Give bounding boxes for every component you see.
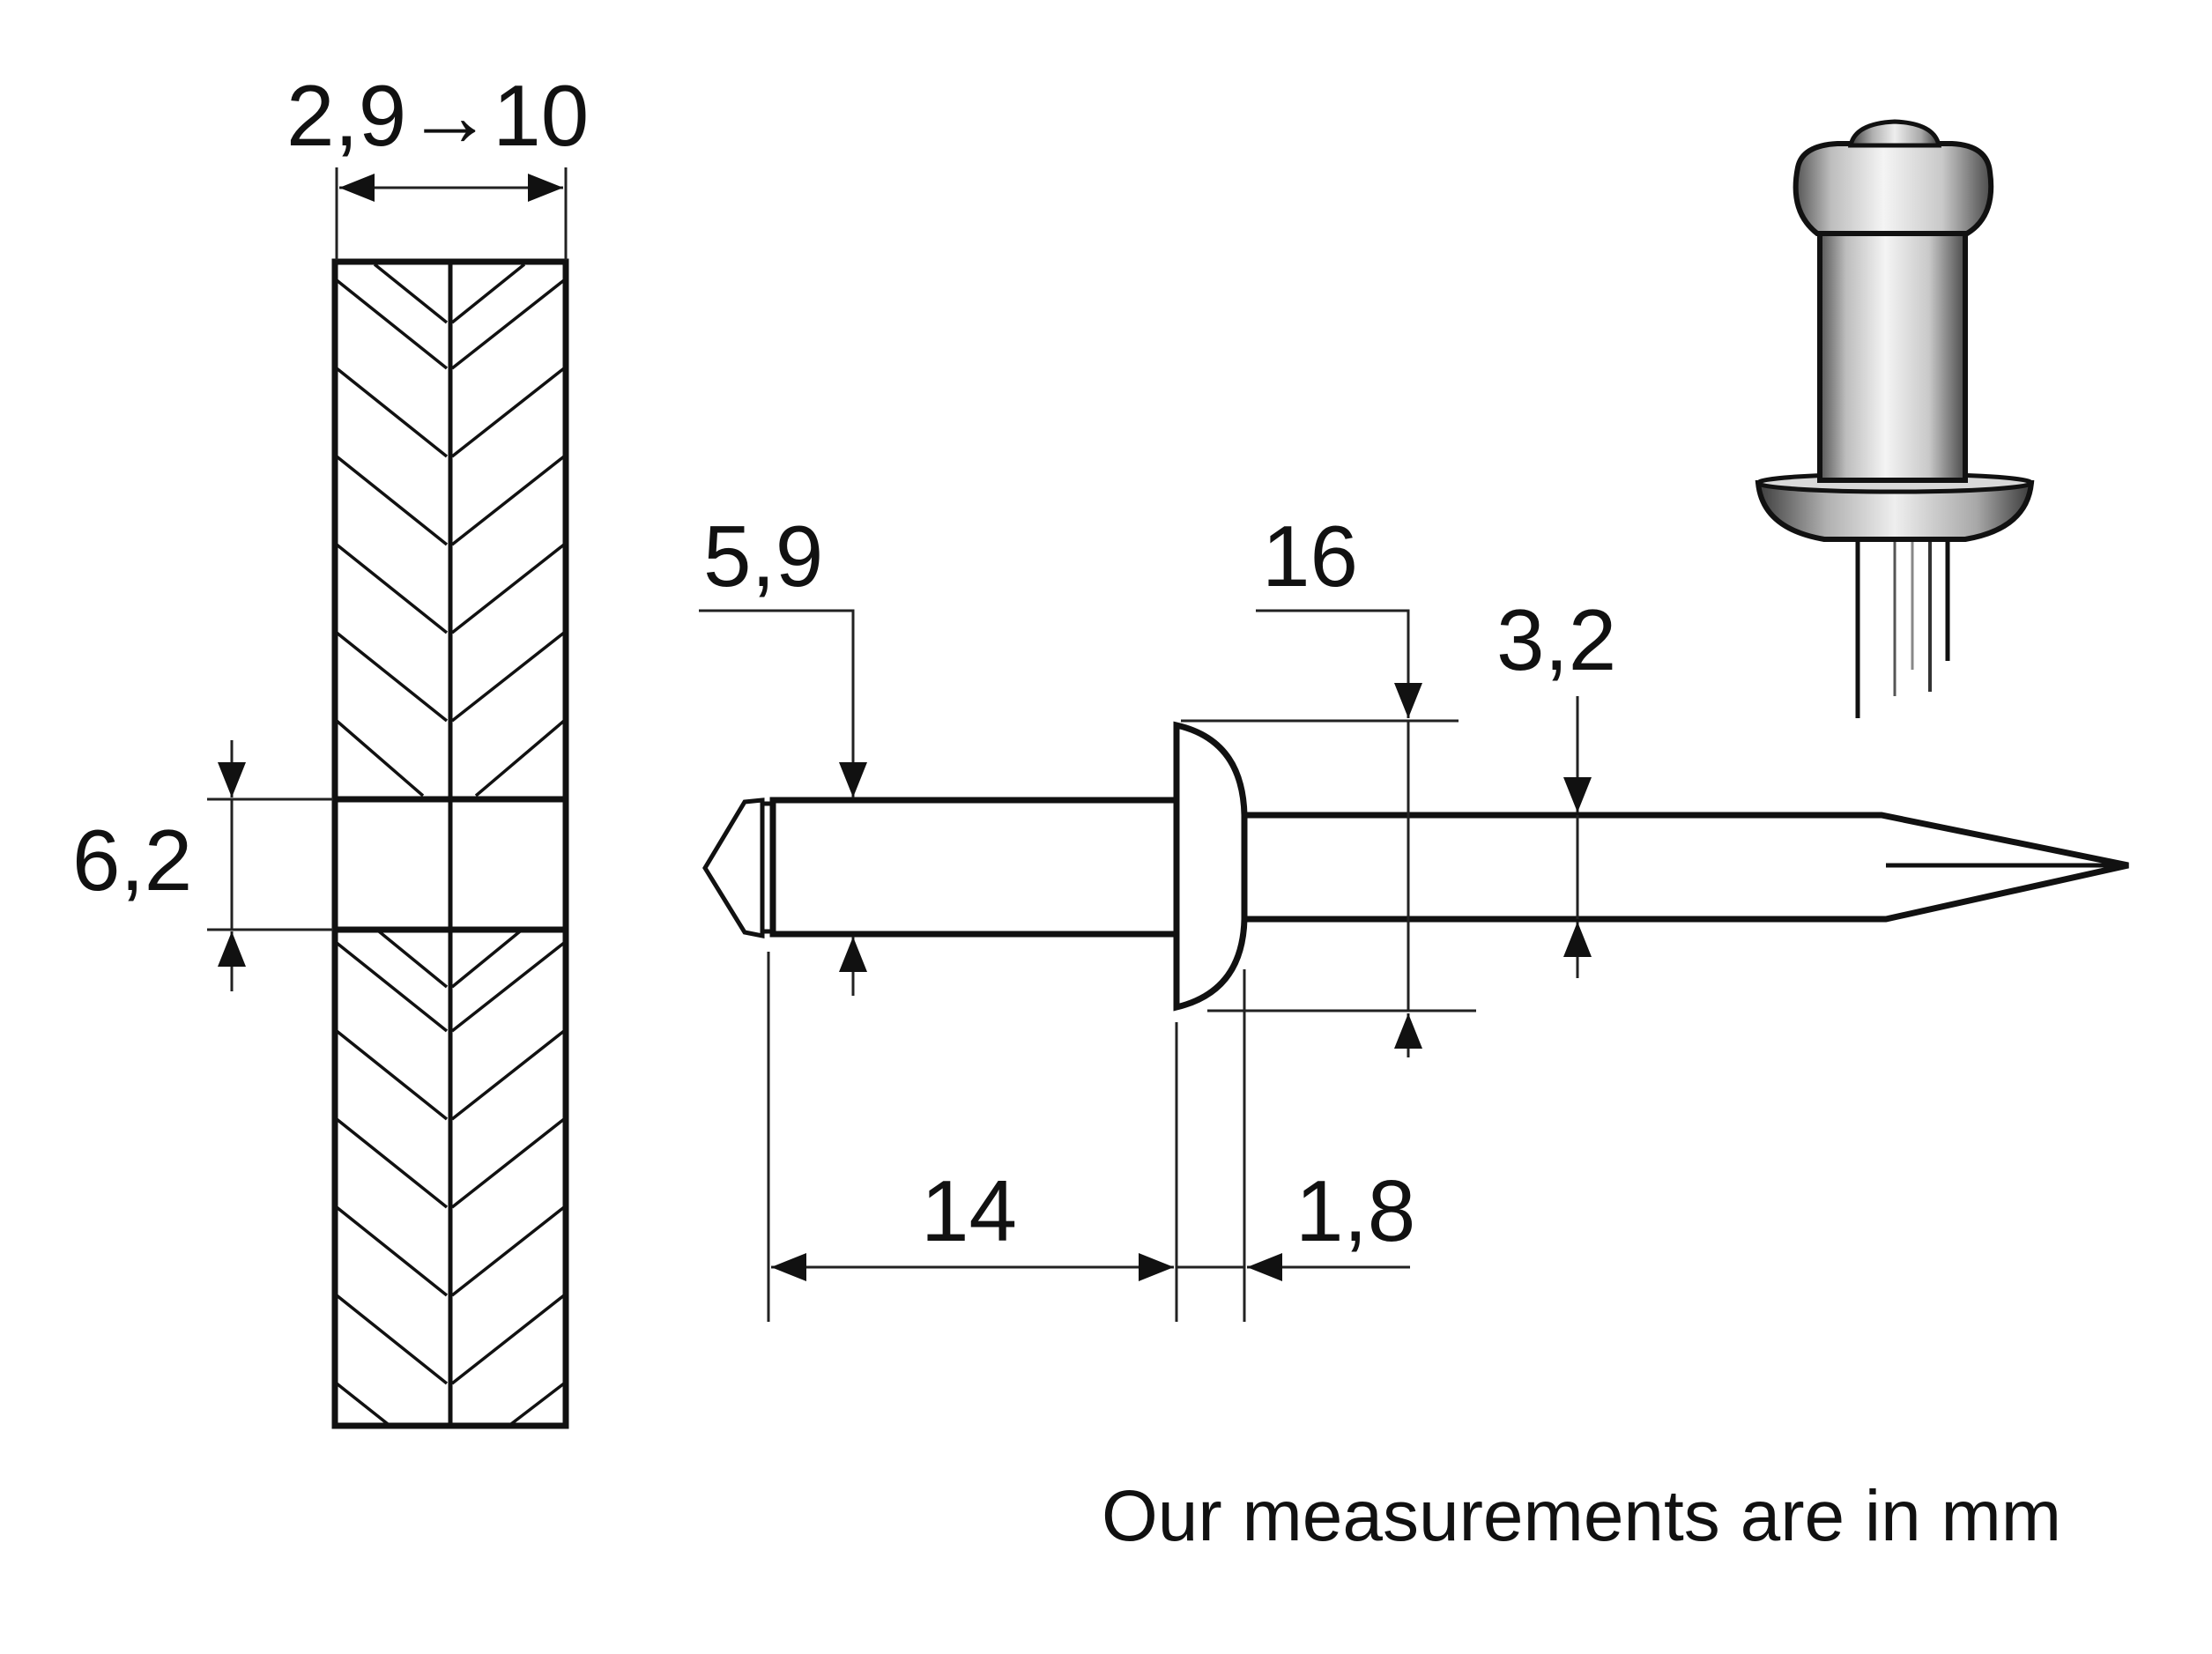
rivet-photo xyxy=(1755,119,2035,718)
material-bottom-hatching xyxy=(335,930,566,1426)
head-diameter-label: 16 xyxy=(1262,508,1358,604)
thickness-dimension: 2,9→10 xyxy=(286,67,589,260)
rivet-body xyxy=(769,797,1180,938)
rivet-side-view xyxy=(702,721,2129,1012)
material-top-hatching xyxy=(335,263,566,797)
units-note: Our measurements are in mm xyxy=(1102,1476,2061,1556)
thickness-label: 2,9→10 xyxy=(286,67,589,164)
body-length-label: 14 xyxy=(921,1162,1017,1259)
mandrel-tip xyxy=(702,797,765,939)
hole-diameter-dimension: 6,2 xyxy=(72,740,333,991)
mandrel-diameter-dimension: 3,2 xyxy=(1496,591,1616,978)
rivet-head xyxy=(1173,721,1248,1012)
mandrel-shaft xyxy=(1243,812,2129,923)
material-section xyxy=(331,258,569,1429)
mandrel-diameter-label: 3,2 xyxy=(1496,591,1616,688)
length-dimensions: 14 1,8 xyxy=(767,952,1415,1322)
head-diameter-dimension: 16 xyxy=(1181,508,1476,1057)
head-height-label: 1,8 xyxy=(1295,1162,1415,1259)
hole-diameter-label: 6,2 xyxy=(72,812,192,909)
body-diameter-dimension: 5,9 xyxy=(699,508,867,996)
body-diameter-label: 5,9 xyxy=(703,508,823,604)
